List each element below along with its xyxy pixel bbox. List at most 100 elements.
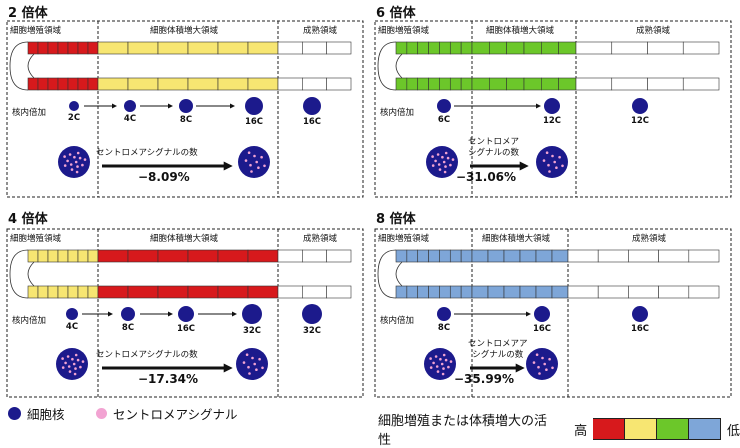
hexaploid-mature-cell-top [647,41,684,55]
diploid-centromere-count-label: セントロメアシグナルの数 [96,148,198,158]
octoploid-expand-cell-bottom [503,285,521,299]
hexaploid-prolif-cell-bottom [395,77,408,91]
diploid-prolif-cell-top [67,41,79,55]
diploid-cell-before-signal [74,160,78,164]
diploid-cell-before-signal [68,153,72,156]
hexaploid-cell-after-signal [555,166,558,169]
hexaploid-prolif-cell-bottom [449,77,462,91]
diploid-prolif-cell-top [37,41,49,55]
hexaploid-cell-before-signal [444,165,447,168]
hexaploid-nucleus-1 [544,98,560,114]
diploid-mature-cell-bottom [326,77,352,91]
diploid-root-cap-top [9,41,29,67]
hexaploid-cell-after-signal [551,154,554,158]
octoploid-cell-after-signal [551,366,554,370]
tetraploid-mature-cell-bottom [277,285,303,299]
hexaploid-mature-cell-top [611,41,648,55]
tetraploid-cell-before-signal [61,357,64,360]
scale-swatch-blue [689,418,721,440]
diploid-cell-before-signal [69,163,73,166]
octoploid-cell-before-signal [435,365,439,368]
activity-scale: 細胞増殖または体積増大の活性 高 低 [378,410,740,448]
octoploid-cell-after-signal [538,372,541,375]
octoploid-prolif-cell-top [439,249,451,263]
hexaploid-prolif-cell-bottom [439,77,451,91]
diploid-ploidy-label-4: 16C [302,117,322,127]
octoploid-expand-cell-bottom [471,285,489,299]
octoploid-expand-cell-top [535,249,553,263]
tetraploid-expand-cell-bottom [217,285,249,299]
hexaploid-zone-label-mature: 成熟領域 [636,26,671,36]
tetraploid-prolif-cell-top [47,249,59,263]
tetraploid-cell-after-signal [251,356,254,360]
hexaploid-zone-label-proliferation: 細胞増殖領域 [378,26,430,36]
diploid-cell-after-signal [260,155,263,159]
diploid-zone-label-mature: 成熟領域 [303,26,338,36]
tetraploid-cell-before-signal [61,366,65,369]
tetraploid-expand-cell-bottom [97,285,129,299]
diploid-prolif-cell-bottom [47,77,59,91]
tetraploid-ploidy-label-0: 4C [65,322,79,332]
legend-centromere: セントロメアシグナル [96,404,238,423]
octoploid-cell-before-signal [439,357,442,361]
hexaploid-zone-label-expansion: 細胞体積増大領域 [486,26,555,36]
diploid-prolif-cell-top [27,41,39,55]
hexaploid-diagram-svg [374,20,732,198]
octoploid-prolif-cell-bottom [417,285,429,299]
nucleus-dot-icon [8,407,21,420]
hexaploid-nucleus-2 [632,98,648,114]
diploid-cell-after-signal [244,159,248,162]
hexaploid-expand-cell-top [489,41,507,55]
panel-title-6x: 6 倍体 [376,6,416,21]
hexaploid-cell-before-signal [443,170,447,174]
tetraploid-prolif-cell-bottom [37,285,49,299]
diploid-mature-cell-top [277,41,303,55]
hexaploid-cell-before-signal [431,164,435,167]
octoploid-cell-after-signal [545,368,548,371]
octoploid-diagram-svg [374,228,732,398]
hexaploid-root-cap-bottom [377,65,397,91]
tetraploid-cell-after-signal [242,361,246,364]
octoploid-cell-before-signal [441,372,445,376]
octoploid-zone-label-mature: 成熟領域 [632,234,667,244]
diploid-nucleus-1 [124,100,136,112]
tetraploid-nucleus-3 [242,304,262,324]
octoploid-cell-before-signal [442,353,446,357]
diploid-cell-after [238,146,270,178]
diploid-nucleus-3 [245,97,263,115]
tetraploid-nucleus-1 [121,307,135,321]
hexaploid-expand-cell-bottom [558,77,577,91]
octoploid-prolif-cell-bottom [439,285,451,299]
tetraploid-prolif-cell-bottom [27,285,39,299]
diploid-cell-before-signal [73,155,76,159]
tetraploid-diagram-svg [6,228,364,398]
octoploid-zone-label-proliferation: 細胞増殖領域 [378,234,430,244]
tetraploid-cell-before-signal [67,365,71,368]
octoploid-cell-after-signal [548,357,551,361]
octoploid-cell-after-signal [543,362,546,366]
tetraploid-cell-after-signal [255,368,258,371]
diploid-cell-after-signal [257,166,260,169]
diploid-mature-cell-bottom [302,77,327,91]
diploid-cell-before-signal [63,155,66,158]
diploid-zone-label-proliferation: 細胞増殖領域 [10,26,62,36]
diploid-panel-frame [6,20,364,198]
octoploid-prolif-cell-top [417,249,429,263]
diploid-cell-before-signal [66,159,69,163]
hexaploid-cell-before-signal [444,151,448,155]
octoploid-root-inner-tip [395,261,403,287]
diploid-cell-before-signal [76,165,79,168]
tetraploid-expand-cell-top [247,249,279,263]
hexaploid-prolif-cell-bottom [428,77,440,91]
tetraploid-expand-cell-bottom [157,285,189,299]
tetraploid-prolif-cell-bottom [67,285,79,299]
octoploid-prolif-cell-top [428,249,440,263]
diploid-expand-cell-top [217,41,249,55]
octoploid-mature-cell-bottom [688,285,720,299]
octoploid-prolif-cell-top [406,249,419,263]
tetraploid-endoreduplication-label: 核内倍加 [12,316,47,326]
hexaploid-cell-after-signal [542,159,546,162]
tetraploid-expand-cell-top [157,249,189,263]
hexaploid-expand-cell-bottom [523,77,542,91]
diploid-mature-cell-top [302,41,327,55]
